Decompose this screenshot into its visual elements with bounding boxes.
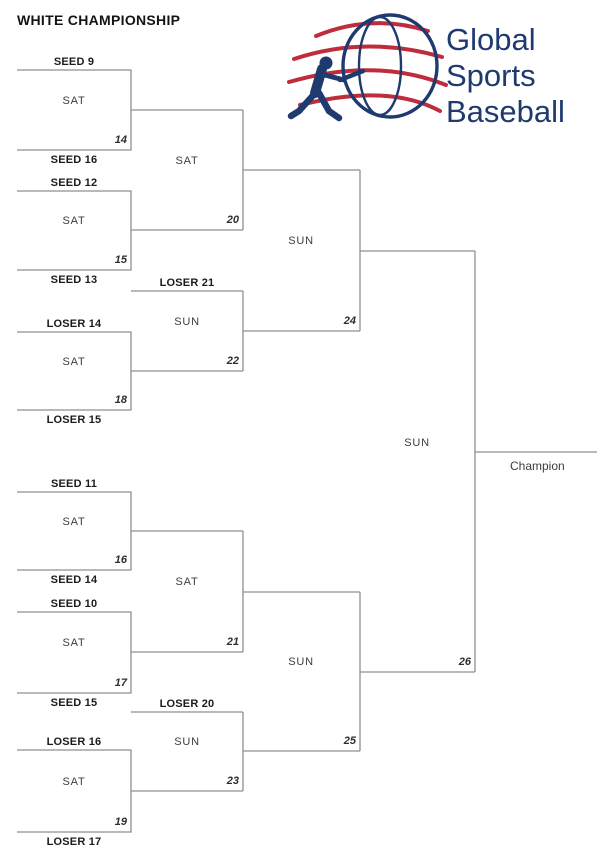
- game-14-day-label: SAT: [63, 95, 86, 107]
- game-18-number: 18: [115, 394, 128, 406]
- game-18-day-label: SAT: [63, 356, 86, 368]
- loser-17-label: LOSER 17: [47, 836, 102, 848]
- game-24-box: [359, 170, 475, 331]
- loser-21-label: LOSER 21: [160, 277, 215, 289]
- game-23-box: [242, 712, 360, 791]
- game-26-number: 26: [458, 656, 472, 668]
- champion-slot-label: Champion: [510, 459, 565, 473]
- game-19-number: 19: [115, 816, 128, 828]
- game-21-day-label: SAT: [176, 576, 199, 588]
- game-21-box: [242, 531, 360, 652]
- seed-10-label: SEED 10: [51, 598, 98, 610]
- seed-13-label: SEED 13: [51, 274, 98, 286]
- game-16-day-label: SAT: [63, 516, 86, 528]
- game-14-number: 14: [115, 134, 127, 146]
- game-25-number: 25: [343, 735, 357, 747]
- seed-11-label: SEED 11: [51, 478, 97, 490]
- seed-12-label: SEED 12: [51, 177, 98, 189]
- loser-20-label: LOSER 20: [160, 698, 215, 710]
- game-23-day-label: SUN: [174, 736, 200, 748]
- logo-word-global: Global: [446, 22, 536, 57]
- game-25-box: [359, 592, 475, 751]
- game-15-number: 15: [115, 254, 128, 266]
- seed-15-label: SEED 15: [51, 697, 98, 709]
- game-16-number: 16: [115, 554, 128, 566]
- game-19-day-label: SAT: [63, 776, 86, 788]
- game-22-box: [242, 291, 360, 371]
- loser-16-label: LOSER 16: [47, 736, 102, 748]
- game-17-number: 17: [115, 677, 128, 689]
- logo-word-baseball: Baseball: [446, 94, 565, 129]
- game-21-number: 21: [226, 636, 239, 648]
- global-sports-baseball-logo: Global Sports Baseball: [287, 13, 565, 129]
- game-25-day-label: SUN: [288, 656, 314, 668]
- game-20-number: 20: [226, 214, 240, 226]
- game-17-day-label: SAT: [63, 637, 86, 649]
- game-24-number: 24: [343, 315, 356, 327]
- batter-icon: [287, 56, 366, 122]
- page-title: WHITE CHAMPIONSHIP: [17, 12, 180, 28]
- game-26-day-label: SUN: [404, 437, 430, 449]
- loser-15-label: LOSER 15: [47, 414, 102, 426]
- game-22-day-label: SUN: [174, 316, 200, 328]
- game-15-day-label: SAT: [63, 215, 86, 227]
- game-26-final-box: [474, 251, 597, 672]
- game-20-box: [242, 110, 360, 230]
- game-22-number: 22: [226, 355, 239, 367]
- game-24-day-label: SUN: [288, 235, 314, 247]
- seed-9-label: SEED 9: [54, 56, 94, 68]
- seed-16-label: SEED 16: [51, 154, 98, 166]
- game-20-day-label: SAT: [176, 155, 199, 167]
- loser-14-label: LOSER 14: [47, 318, 102, 330]
- game-23-number: 23: [226, 775, 239, 787]
- globe-icon: [341, 13, 439, 119]
- logo-word-sports: Sports: [446, 58, 536, 93]
- seed-14-label: SEED 14: [51, 574, 98, 586]
